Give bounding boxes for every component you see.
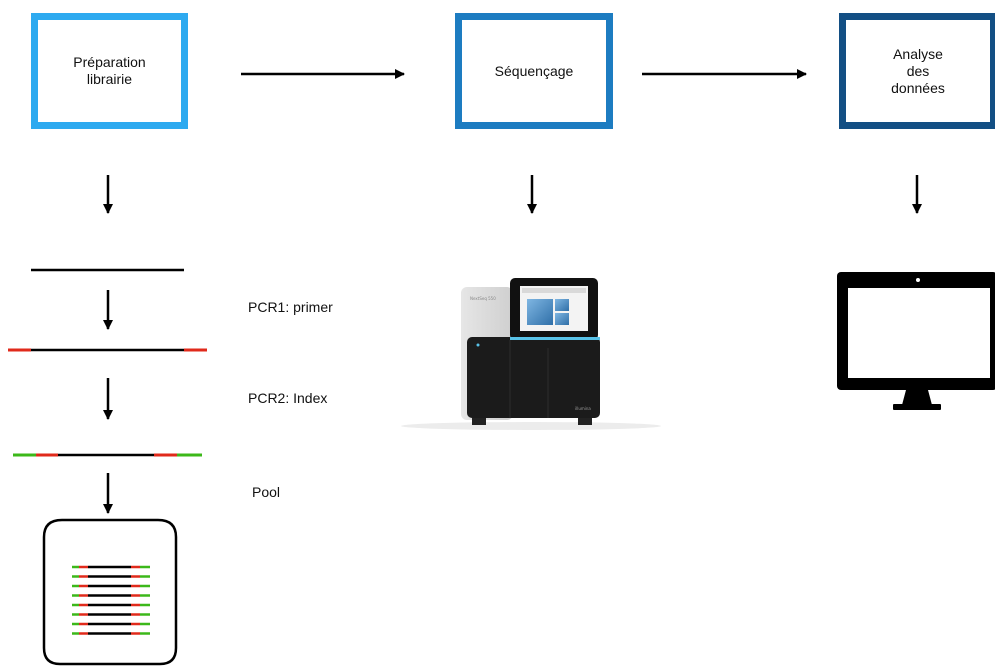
pooled-strands: [72, 565, 150, 635]
data-analysis-label: Analyse des données: [891, 45, 945, 96]
pool-label: Pool: [252, 484, 281, 500]
data-analysis-box: Analyse des données: [839, 13, 995, 129]
svg-text:NextSeq 550: NextSeq 550: [470, 296, 496, 301]
sequencing-box: Séquençage: [455, 13, 613, 129]
library-prep-label: Préparation librairie: [73, 54, 146, 87]
pcr2-label: PCR2: Index: [248, 390, 328, 406]
pcr1-label: PCR1: primer: [248, 299, 333, 315]
monitor-icon: [837, 272, 995, 410]
svg-text:illumina: illumina: [575, 406, 591, 411]
library-prep-box: Préparation librairie: [31, 13, 188, 129]
sequencer-image: NextSeq 550 illumina: [401, 278, 661, 430]
sequencing-label: Séquençage: [494, 62, 574, 79]
pool-tube: [42, 518, 178, 666]
